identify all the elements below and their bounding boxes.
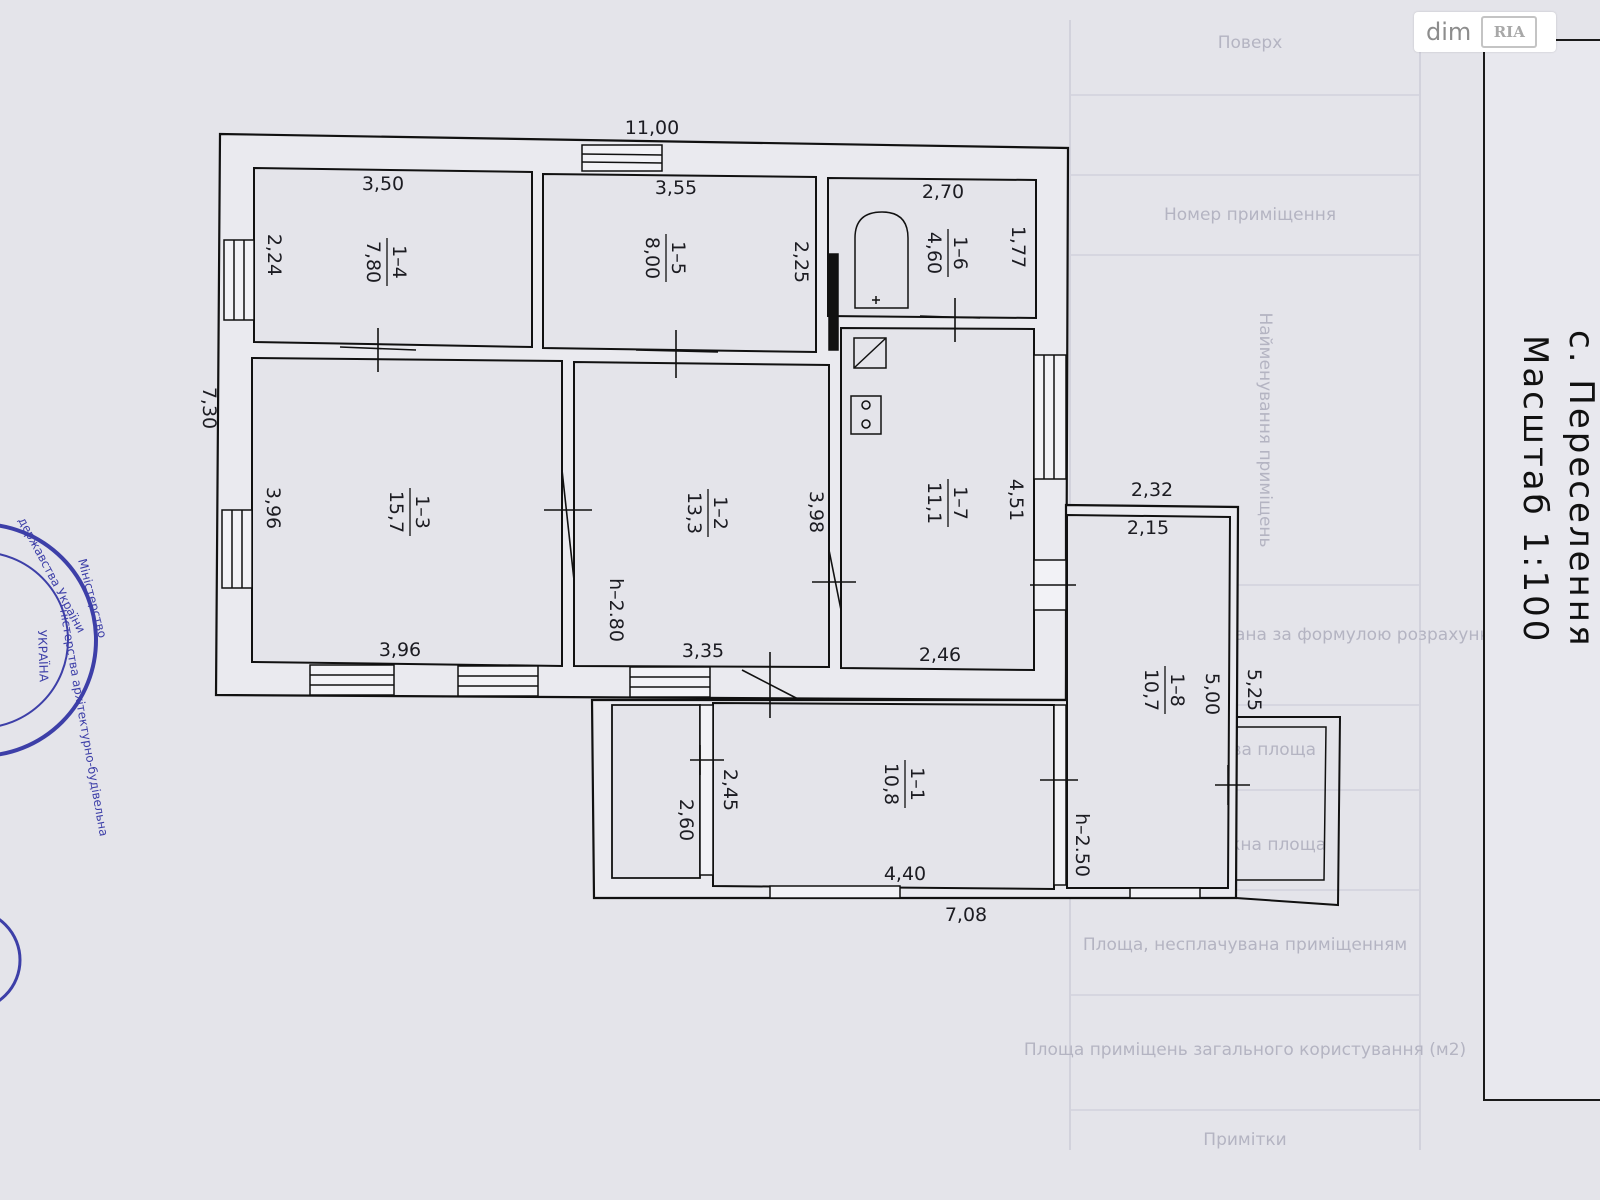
room-1-4: 1–4 7,80	[362, 238, 410, 286]
dim-r5-width: 3,55	[655, 177, 697, 199]
svg-text:15,7: 15,7	[385, 491, 407, 533]
svg-text:1–3: 1–3	[411, 495, 433, 529]
dim-r8-top: 2,32	[1131, 479, 1173, 501]
room-labels: 1–4 7,80 1–5 8,00 1–6 4,60 1–3 15,7 1–2 …	[362, 229, 1188, 808]
dim-r4-width: 3,50	[362, 173, 404, 195]
dim-r7-width: 2,46	[919, 644, 961, 666]
watermark-badge: RIA	[1481, 16, 1538, 48]
form-notes: Примітки	[1203, 1130, 1286, 1150]
site-watermark: dim RIA	[1414, 12, 1556, 52]
height-annex: h–2.50	[1071, 813, 1093, 877]
height-main: h–2.80	[605, 578, 627, 642]
dim-overall-length: 11,00	[625, 117, 679, 139]
dim-r6-width: 2,70	[922, 181, 964, 203]
svg-text:13,3: 13,3	[683, 492, 705, 534]
dim-r3-width: 3,96	[379, 639, 421, 661]
dim-r1-height: 2,45	[719, 769, 741, 811]
svg-text:1–2: 1–2	[709, 496, 731, 530]
room-1-3: 1–3 15,7	[385, 488, 433, 536]
boiler-icon	[853, 337, 887, 369]
seal-stamp: Міністерство державства України ністерст…	[0, 515, 111, 1002]
dim-porch-height: 2,60	[675, 799, 697, 841]
room-1-2: 1–2 13,3	[683, 489, 731, 537]
room-1-1: 1–1 10,8	[880, 760, 928, 808]
dim-r8-height: 5,00	[1201, 673, 1223, 715]
svg-text:4,60: 4,60	[923, 232, 945, 274]
village-title: с. Переселення	[1561, 330, 1600, 648]
svg-text:1–1: 1–1	[906, 767, 928, 801]
svg-text:1–7: 1–7	[949, 486, 971, 520]
form-floor: Поверх	[1218, 33, 1283, 53]
chimney-icon	[828, 253, 839, 351]
title-block: с. Переселення Масштаб 1:100	[1483, 39, 1600, 1101]
windows	[221, 144, 1201, 899]
dim-r7-height: 4,51	[1005, 479, 1027, 521]
svg-text:1–5: 1–5	[667, 241, 689, 275]
dim-r6-height: 1,77	[1007, 226, 1029, 268]
seal-line-3: ністерства архітектурно-будівельна	[57, 608, 111, 837]
svg-text:8,00: 8,00	[641, 237, 663, 279]
dim-annex-length: 7,08	[945, 904, 987, 926]
room-1-6: 1–6 4,60	[923, 229, 971, 277]
svg-text:11,1: 11,1	[923, 482, 945, 524]
dim-r3-height: 3,96	[262, 487, 284, 529]
watermark-text: dim	[1426, 18, 1472, 46]
form-room-names: Найменування приміщень	[1255, 312, 1275, 547]
bathtub-icon	[854, 211, 909, 309]
svg-text:10,8: 10,8	[880, 763, 902, 805]
room-1-5: 1–5 8,00	[641, 234, 689, 282]
dimension-labels: 11,00 7,30 7,08 5,25 3,50 2,24 3,55 2,25…	[198, 117, 1265, 926]
dim-r4-height: 2,24	[263, 234, 285, 276]
svg-text:10,7: 10,7	[1140, 669, 1162, 711]
form-common-area: Площа приміщень загального користування …	[1024, 1040, 1466, 1060]
dim-r2-width: 3,35	[682, 640, 724, 662]
svg-text:7,80: 7,80	[362, 241, 384, 283]
seal-line-4: УКРАЇНА	[35, 630, 52, 683]
svg-text:1–8: 1–8	[1166, 673, 1188, 707]
room-1-8: 1–8 10,7	[1140, 666, 1188, 714]
dim-annex-width: 5,25	[1243, 669, 1265, 711]
room-1-7: 1–7 11,1	[923, 479, 971, 527]
dim-r5-height: 2,25	[790, 241, 812, 283]
dim-overall-width: 7,30	[198, 387, 220, 429]
svg-text:1–6: 1–6	[949, 236, 971, 270]
door-marks	[339, 298, 1250, 805]
form-room-number: Номер приміщення	[1164, 205, 1336, 225]
svg-text:1–4: 1–4	[388, 245, 410, 279]
dim-r8-width: 2,15	[1127, 517, 1169, 539]
stove-icon	[850, 395, 882, 435]
dim-r2-height: 3,98	[805, 491, 827, 533]
fixtures	[828, 211, 909, 435]
scale-label: Масштаб 1:100	[1515, 335, 1555, 644]
form-unheated-area: Площа, несплачувана приміщенням	[1083, 935, 1407, 955]
dim-r1-width: 4,40	[884, 863, 926, 885]
